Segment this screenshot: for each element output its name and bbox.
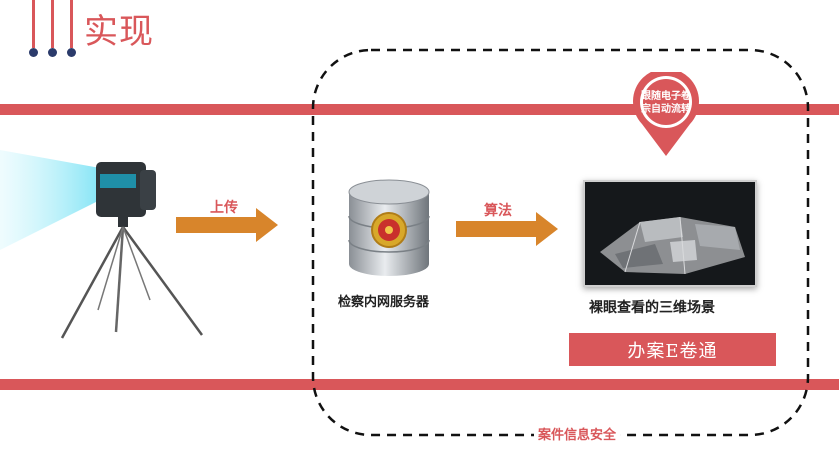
title-decoration-line [51,0,54,48]
scene-caption: 裸眼查看的三维场景 [589,300,715,316]
title-decoration-line [32,0,35,48]
top-band [0,104,839,115]
algorithm-label: 算法 [484,203,512,219]
algorithm-arrow-icon [456,212,558,246]
title-decoration-dot [48,48,57,57]
bottom-band [0,379,839,390]
case-e-volume-button[interactable]: 办案E卷通 [569,333,776,366]
title-decoration-dot [67,48,76,57]
title-decoration-line [70,0,73,48]
server-database-icon [348,179,430,276]
security-label: 案件信息安全 [534,424,621,443]
title-decoration-dot [29,48,38,57]
pin-line-1: 跟随电子卷 [641,91,691,102]
3d-scene-image [600,216,745,275]
3d-scene-preview[interactable] [583,180,757,287]
pin-line-2: 宗自动流转 [641,104,691,115]
location-pin-icon [633,72,699,156]
upload-arrow-icon [176,208,278,242]
upload-label: 上传 [210,200,238,216]
page-title: 实现 [84,12,154,52]
3d-scanner-device [0,150,204,339]
server-caption: 检察内网服务器 [338,295,430,310]
pin-callout-text: 跟随电子卷 宗自动流转 [636,90,696,116]
